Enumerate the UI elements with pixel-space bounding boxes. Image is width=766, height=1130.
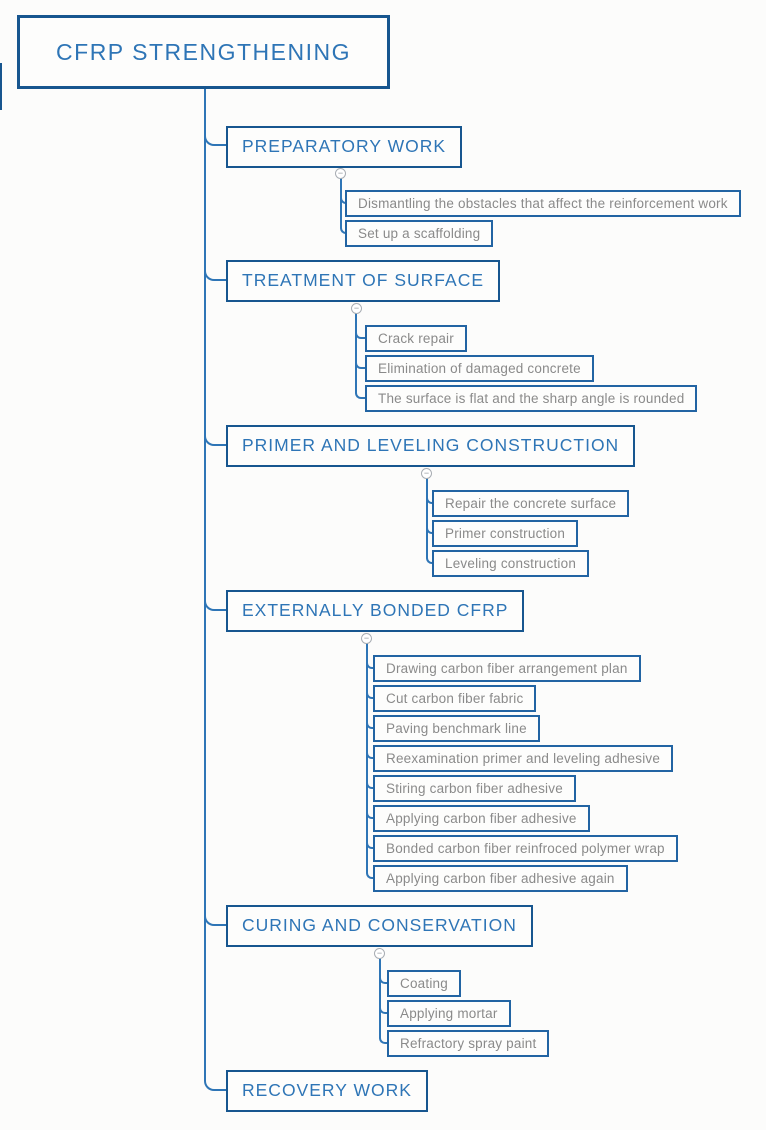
leaf-label: Repair the concrete surface — [445, 496, 617, 511]
branch-node-treatment-of-surface[interactable]: TREATMENT OF SURFACE — [226, 260, 501, 302]
leaf-stub — [366, 840, 375, 849]
leaf-node[interactable]: Refractory spray paint — [387, 1030, 550, 1057]
branch-elbow — [204, 436, 226, 446]
leaf-stub — [379, 975, 389, 984]
leaf-label: Primer construction — [445, 526, 566, 541]
collapse-minus-icon[interactable]: − — [351, 303, 362, 314]
leaf-label: Bonded carbon fiber reinfroced polymer w… — [386, 841, 665, 856]
branch-label: RECOVERY WORK — [242, 1080, 412, 1100]
leaf-stub — [355, 390, 367, 399]
leaf-node[interactable]: Set up a scaffolding — [345, 220, 494, 247]
leaf-stub — [426, 495, 434, 504]
branch-node-recovery-work[interactable]: RECOVERY WORK — [226, 1070, 428, 1112]
leaf-node[interactable]: Crack repair — [365, 325, 467, 352]
leaf-node[interactable]: Coating — [387, 970, 461, 997]
leaf-stub — [366, 720, 375, 729]
leaf-node[interactable]: Repair the concrete surface — [432, 490, 630, 517]
root-node-cfrp-strengthening[interactable]: CFRP STRENGTHENING — [17, 15, 390, 89]
branch-label: CURING AND CONSERVATION — [242, 915, 517, 935]
leaf-node[interactable]: Applying carbon fiber adhesive — [373, 805, 590, 832]
root-node-label: CFRP STRENGTHENING — [56, 38, 351, 65]
branch-node-externally-bonded-cfrp[interactable]: EXTERNALLY BONDED CFRP — [226, 590, 525, 632]
leaf-stub — [340, 195, 347, 204]
leaf-label: Applying mortar — [400, 1006, 498, 1021]
leaf-node[interactable]: Drawing carbon fiber arrangement plan — [373, 655, 641, 682]
branch-elbow — [204, 916, 226, 926]
branch-drop-line — [379, 950, 381, 1037]
collapse-minus-icon[interactable]: − — [361, 633, 372, 644]
leaf-stub — [379, 1005, 389, 1014]
leaf-label: The surface is flat and the sharp angle … — [378, 391, 685, 406]
branch-elbow — [204, 601, 226, 611]
branch-node-preparatory-work[interactable]: PREPARATORY WORK — [226, 126, 463, 168]
leaf-label: Applying carbon fiber adhesive again — [386, 871, 615, 886]
collapse-minus-icon[interactable]: − — [374, 948, 385, 959]
leaf-stub — [426, 525, 434, 534]
branch-drop-line — [355, 305, 357, 392]
collapse-minus-icon[interactable]: − — [335, 168, 346, 179]
branch-elbow — [204, 1081, 226, 1091]
leaf-node[interactable]: Elimination of damaged concrete — [365, 355, 594, 382]
leaf-node[interactable]: Reexamination primer and leveling adhesi… — [373, 745, 674, 772]
branch-label: EXTERNALLY BONDED CFRP — [242, 600, 509, 620]
branch-elbow — [204, 271, 226, 281]
leaf-stub — [355, 360, 367, 369]
leaf-label: Drawing carbon fiber arrangement plan — [386, 661, 628, 676]
leaf-label: Cut carbon fiber fabric — [386, 691, 524, 706]
leaf-label: Stiring carbon fiber adhesive — [386, 781, 563, 796]
branch-node-primer-and-leveling-construction[interactable]: PRIMER AND LEVELING CONSTRUCTION — [226, 425, 636, 467]
leaf-label: Crack repair — [378, 331, 454, 346]
branch-drop-line — [426, 470, 428, 557]
branch-label: TREATMENT OF SURFACE — [242, 270, 485, 290]
leaf-label: Applying carbon fiber adhesive — [386, 811, 577, 826]
leaf-stub — [366, 780, 375, 789]
branch-elbow — [204, 136, 226, 146]
branch-label: PREPARATORY WORK — [242, 136, 447, 156]
leaf-node[interactable]: Bonded carbon fiber reinfroced polymer w… — [373, 835, 678, 862]
leaf-node[interactable]: Applying carbon fiber adhesive again — [373, 865, 628, 892]
branch-label: PRIMER AND LEVELING CONSTRUCTION — [242, 435, 620, 455]
leaf-label: Paving benchmark line — [386, 721, 527, 736]
leaf-stub — [366, 750, 375, 759]
leaf-label: Coating — [400, 976, 448, 991]
leaf-stub — [366, 690, 375, 699]
leaf-node[interactable]: Paving benchmark line — [373, 715, 540, 742]
leaf-node[interactable]: The surface is flat and the sharp angle … — [365, 385, 698, 412]
leaf-label: Set up a scaffolding — [358, 226, 481, 241]
leaf-stub — [355, 330, 367, 339]
leaf-stub — [366, 660, 375, 669]
leaf-label: Dismantling the obstacles that affect th… — [358, 196, 728, 211]
leaf-label: Reexamination primer and leveling adhesi… — [386, 751, 661, 766]
leaf-node[interactable]: Applying mortar — [387, 1000, 511, 1027]
leaf-node[interactable]: Primer construction — [432, 520, 579, 547]
leaf-node[interactable]: Cut carbon fiber fabric — [373, 685, 537, 712]
leaf-label: Elimination of damaged concrete — [378, 361, 581, 376]
branch-node-curing-and-conservation[interactable]: CURING AND CONSERVATION — [226, 905, 533, 947]
trunk-connector-line — [204, 89, 206, 1081]
leaf-node[interactable]: Dismantling the obstacles that affect th… — [345, 190, 741, 217]
screen-edge-artifact — [0, 63, 2, 110]
leaf-stub — [379, 1035, 389, 1044]
leaf-node[interactable]: Stiring carbon fiber adhesive — [373, 775, 576, 802]
leaf-stub — [366, 810, 375, 819]
leaf-label: Leveling construction — [445, 556, 577, 571]
leaf-stub — [340, 225, 347, 234]
leaf-node[interactable]: Leveling construction — [432, 550, 590, 577]
leaf-stub — [426, 555, 434, 564]
leaf-stub — [366, 870, 375, 879]
collapse-minus-icon[interactable]: − — [421, 468, 432, 479]
leaf-label: Refractory spray paint — [400, 1036, 537, 1051]
